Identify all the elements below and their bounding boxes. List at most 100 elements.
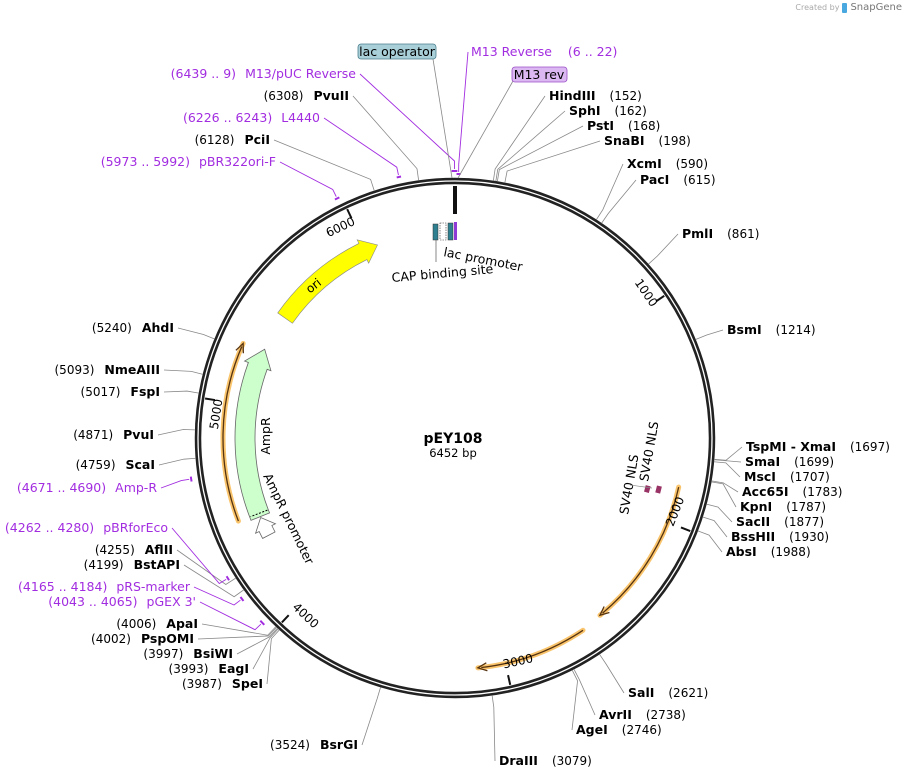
enzyme-name: SacII bbox=[736, 514, 770, 529]
primer-name: M13/pUC Reverse bbox=[245, 66, 356, 81]
enzyme-name: PvuII bbox=[313, 88, 349, 103]
sv40-nls-label-1[interactable]: SV40 NLS bbox=[616, 453, 641, 515]
enzyme-site-paci[interactable]: PacI(615) bbox=[601, 172, 716, 224]
enzyme-site-hindiii[interactable]: HindIII(152) bbox=[492, 88, 642, 181]
enzyme-site-bsshii[interactable]: BssHII(1930) bbox=[702, 516, 829, 544]
enzyme-label: AgeI(2746) bbox=[576, 722, 662, 737]
enzyme-site-pmli[interactable]: PmlI(861) bbox=[648, 226, 759, 265]
enzyme-position: (1697) bbox=[850, 440, 890, 454]
enzyme-position: (1988) bbox=[771, 545, 811, 559]
enzyme-leader-line bbox=[697, 530, 723, 553]
enzyme-position: (168) bbox=[628, 119, 660, 133]
primer-leader-line bbox=[171, 527, 227, 585]
enzyme-site-smai[interactable]: SmaI(1699) bbox=[714, 454, 834, 469]
enzyme-leader-line bbox=[599, 653, 625, 694]
enzyme-name: NmeAIII bbox=[104, 362, 160, 377]
enzyme-site-pvui[interactable]: (4871)PvuI bbox=[73, 427, 196, 442]
ori-arrow bbox=[277, 239, 378, 324]
enzyme-site-scai[interactable]: (4759)ScaI bbox=[76, 457, 196, 472]
enzyme-site-absi[interactable]: AbsI(1988) bbox=[697, 530, 811, 559]
enzyme-position: (5240) bbox=[92, 321, 132, 335]
enzyme-leader-line bbox=[252, 628, 279, 670]
primer-name: Amp-R bbox=[115, 480, 157, 495]
enzyme-name: BsiWI bbox=[193, 646, 233, 661]
enzyme-site-tspmixmai[interactable]: TspMI - XmaI (1697) bbox=[714, 439, 890, 461]
enzyme-position: (4255) bbox=[95, 543, 135, 557]
enzyme-site-sali[interactable]: SalI(2621) bbox=[599, 653, 708, 700]
enzyme-site-spei[interactable]: (3987)SpeI bbox=[182, 629, 280, 691]
enzyme-site-agei[interactable]: AgeI(2746) bbox=[571, 669, 662, 737]
enzyme-name: PvuI bbox=[123, 427, 154, 442]
ampr-promoter-label[interactable]: AmpR promoter bbox=[260, 471, 317, 568]
enzyme-leader-line bbox=[648, 233, 679, 265]
enzyme-leader-line bbox=[352, 95, 420, 181]
enzyme-site-sphi[interactable]: SphI(162) bbox=[495, 103, 647, 182]
enzyme-label: (4006)ApaI bbox=[116, 616, 198, 631]
cap-binding-site-label[interactable]: CAP binding site bbox=[391, 261, 494, 285]
primer-pbrforeco[interactable]: (4262 .. 4280)pBRforEco bbox=[5, 520, 230, 585]
primer-pgex3[interactable]: (4043 .. 4065)pGEX 3' bbox=[48, 594, 265, 631]
enzyme-site-avrii[interactable]: AvrII(2738) bbox=[573, 669, 686, 722]
enzyme-site-bstapi[interactable]: (4199)BstAPI bbox=[84, 557, 245, 598]
enzyme-label: PmlI(861) bbox=[682, 226, 759, 241]
enzyme-label: SacII(1877) bbox=[736, 514, 824, 529]
enzyme-site-xcmi[interactable]: XcmI(590) bbox=[595, 156, 708, 220]
enzyme-label: Acc65I(1783) bbox=[742, 484, 842, 499]
m13-rev-label[interactable]: M13 rev bbox=[457, 66, 568, 179]
lac-operator-label[interactable]: lac operator bbox=[357, 43, 453, 179]
enzyme-site-snabi[interactable]: SnaBI(198) bbox=[504, 133, 691, 183]
enzyme-site-eagi[interactable]: (3993)EagI bbox=[169, 628, 279, 676]
enzyme-position: (2621) bbox=[668, 686, 708, 700]
enzyme-name: HindIII bbox=[549, 88, 596, 103]
enzyme-site-pcii[interactable]: (6128)PciI bbox=[195, 132, 375, 191]
enzyme-site-aflii[interactable]: (4255)AflII bbox=[95, 542, 237, 585]
enzyme-site-psti[interactable]: PstI(168) bbox=[496, 118, 660, 182]
enzyme-name: FspI bbox=[130, 384, 160, 399]
enzyme-site-fspi[interactable]: (5017)FspI bbox=[81, 384, 199, 399]
orf-right-1-glow bbox=[597, 484, 682, 618]
enzyme-position: (861) bbox=[727, 227, 759, 241]
primer-l4440[interactable]: (6226 .. 6243)L4440 bbox=[183, 110, 402, 179]
enzyme-site-kpni[interactable]: KpnI(1787) bbox=[711, 481, 826, 514]
enzyme-name: PspOMI bbox=[141, 631, 194, 646]
enzyme-leader-line bbox=[266, 629, 280, 685]
primer-ampr[interactable]: (4671 .. 4690)Amp-R bbox=[17, 476, 193, 495]
primer-prsmarker[interactable]: (4165 .. 4184)pRS-marker bbox=[18, 579, 245, 606]
ampr-arrow bbox=[234, 348, 272, 521]
primer-range: (4043 .. 4065) bbox=[48, 594, 137, 609]
enzyme-site-msci[interactable]: MscI(1707) bbox=[713, 461, 830, 484]
primer-label: (5973 .. 5992)pBR322ori-F bbox=[101, 154, 276, 169]
tick-2000 bbox=[680, 526, 691, 533]
enzyme-name: TspMI - XmaI bbox=[746, 439, 836, 454]
orf-left bbox=[222, 346, 243, 522]
enzyme-site-ahdi[interactable]: (5240)AhdI bbox=[92, 320, 215, 340]
enzyme-site-bsrgi[interactable]: (3524)BsrGI bbox=[270, 687, 381, 752]
sv40-nls-label-2[interactable]: SV40 NLS bbox=[636, 420, 661, 482]
enzyme-site-bsmi[interactable]: BsmI(1214) bbox=[695, 322, 816, 340]
enzyme-position: (1214) bbox=[776, 323, 816, 337]
enzyme-name: Acc65I bbox=[742, 484, 789, 499]
enzyme-leader-line bbox=[595, 163, 624, 220]
enzyme-site-bsiwi[interactable]: (3997)BsiWI bbox=[143, 627, 278, 661]
tick-label-3000: 3000 bbox=[501, 651, 534, 671]
primer-pbr322orif[interactable]: (5973 .. 5992)pBR322ori-F bbox=[101, 154, 340, 201]
enzyme-label: (4002)PspOMI bbox=[91, 631, 194, 646]
orf-right-1-arrowhead bbox=[598, 606, 610, 617]
enzyme-label: BsmI(1214) bbox=[727, 322, 816, 337]
enzyme-site-nmeaiii[interactable]: (5093)NmeAIII bbox=[55, 362, 204, 377]
enzyme-site-sacii[interactable]: SacII(1877) bbox=[706, 503, 824, 529]
ampr-label[interactable]: AmpR bbox=[258, 417, 273, 455]
plasmid-name: pEY108 bbox=[424, 431, 483, 447]
enzyme-label: (5017)FspI bbox=[81, 384, 160, 399]
primer-m13pucreverse[interactable]: (6439 .. 9)M13/pUC Reverse bbox=[171, 66, 458, 173]
snapgene-brand: SnapGene bbox=[850, 2, 902, 13]
enzyme-site-acc65i[interactable]: Acc65I(1783) bbox=[711, 480, 842, 499]
enzyme-site-apai[interactable]: (4006)ApaI bbox=[116, 616, 277, 636]
sv40-nls-leader bbox=[629, 484, 653, 489]
enzyme-site-pspomi[interactable]: (4002)PspOMI bbox=[91, 626, 277, 646]
enzyme-site-pvuii[interactable]: (6308)PvuII bbox=[264, 88, 420, 181]
backbone-inner-line bbox=[197, 180, 713, 696]
enzyme-position: (3987) bbox=[182, 677, 222, 691]
enzyme-label: (4871)PvuI bbox=[73, 427, 154, 442]
enzyme-site-draiii[interactable]: DraIII(3079) bbox=[491, 695, 592, 768]
